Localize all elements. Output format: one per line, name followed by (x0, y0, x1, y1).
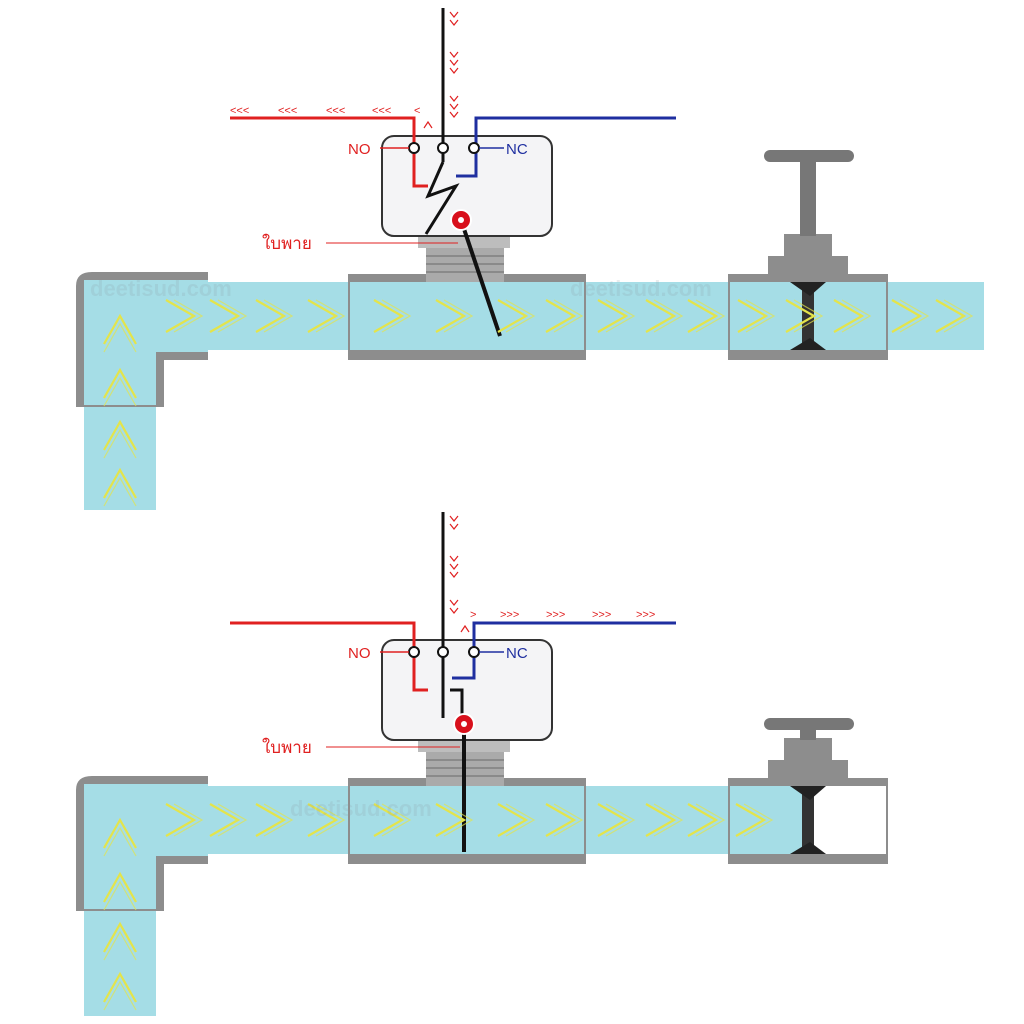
no-terminal (408, 142, 420, 154)
common-down-arrows (449, 515, 470, 633)
watermark: deetisud.com (290, 796, 432, 821)
blue-mark-1: > (470, 609, 476, 621)
diagram-flow-state: NO NC ใบพาย <<< <<< <<< <<< < (76, 8, 984, 510)
valve-gate (802, 786, 814, 854)
common-terminal (437, 646, 449, 658)
red-mark-2: <<< (278, 105, 297, 117)
nc-terminal (468, 646, 480, 658)
blue-mark-3: >>> (546, 609, 565, 621)
diagram-no-flow-state: NO NC ใบพาย > >>> >>> >>> >>> (76, 512, 888, 1016)
nc-terminal (468, 142, 480, 154)
valve-handle (764, 718, 854, 730)
red-mark-4: <<< (372, 105, 391, 117)
no-label: NO (348, 645, 371, 662)
blue-mark-5: >>> (636, 609, 655, 621)
paddle-label: ใบพาย (262, 737, 312, 757)
valve-stem (800, 160, 816, 236)
paddle-label: ใบพาย (262, 233, 312, 253)
common-terminal (437, 142, 449, 154)
switch-contact-blade (450, 688, 464, 716)
paddle (459, 219, 502, 337)
no-terminal (408, 646, 420, 658)
valve-handle (764, 150, 854, 162)
no-label: NO (348, 141, 371, 158)
switch-housing (381, 639, 553, 741)
red-mark-1: <<< (230, 105, 249, 117)
switch-contact-blade (424, 161, 460, 235)
red-mark-3: <<< (326, 105, 345, 117)
red-mark-5: < (414, 105, 420, 117)
nc-label: NC (506, 645, 528, 662)
watermark: deetisud.com (90, 276, 232, 301)
blue-mark-4: >>> (592, 609, 611, 621)
blue-mark-2: >>> (500, 609, 519, 621)
nc-label: NC (506, 141, 528, 158)
watermark: deetisud.com (570, 276, 712, 301)
valve-gate (802, 282, 814, 350)
common-down-arrows (423, 11, 459, 129)
